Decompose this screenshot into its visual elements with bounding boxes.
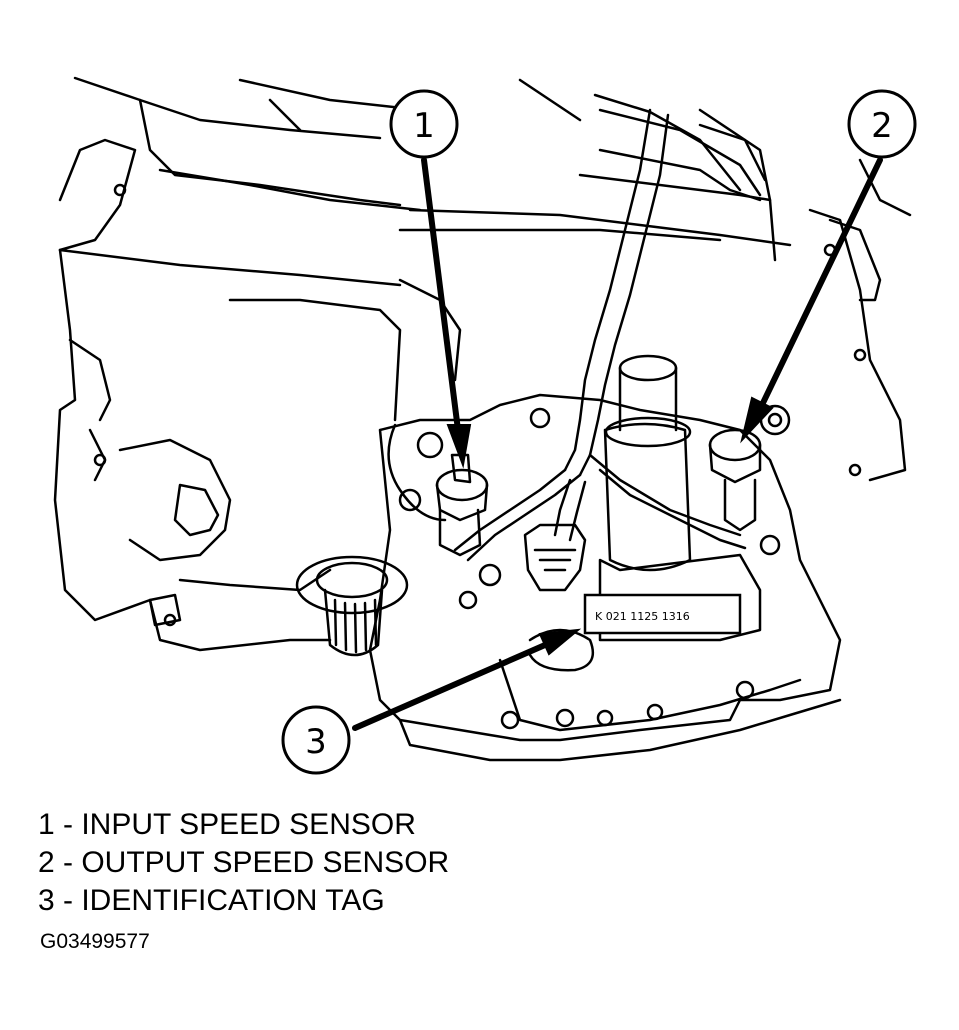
callout-1-circle: 1: [389, 89, 459, 159]
identification-tag-text: K 021 1125 1316: [595, 610, 690, 623]
legend-item-input-speed-sensor: 1 - INPUT SPEED SENSOR: [38, 808, 416, 841]
legend-item-output-speed-sensor: 2 - OUTPUT SPEED SENSOR: [38, 846, 450, 879]
callout-1-number: 1: [413, 106, 435, 146]
output-speed-sensor: [708, 404, 791, 556]
callout-3-arrowhead: [538, 628, 582, 656]
output-shaft: [295, 555, 409, 657]
harness-connector: [523, 523, 587, 592]
callout-1-leader: [421, 157, 461, 433]
housing-bolts: [93, 183, 867, 730]
callout-2-number: 2: [871, 106, 893, 146]
figure-id: G03499577: [40, 930, 150, 953]
legend-item-identification-tag: 3 - IDENTIFICATION TAG: [38, 884, 385, 917]
legend: 1 - INPUT SPEED SENSOR 2 - OUTPUT SPEED …: [38, 806, 449, 920]
callout-2-arrowhead: [740, 396, 774, 444]
transaxle-illustration: K 021 1125 1316 1 2 3: [53, 76, 917, 775]
callout-1-arrowhead: [446, 424, 472, 469]
wiring-harness: [453, 108, 762, 562]
filler-tube: [603, 354, 692, 572]
callout-2-leader: [759, 157, 883, 408]
bell-housing: [53, 248, 462, 652]
callout-3-number: 3: [305, 722, 327, 762]
callout-3-circle: 3: [281, 705, 351, 775]
callout-2-circle: 2: [847, 89, 917, 159]
callout-3-leader: [352, 642, 548, 731]
identification-tag: K 021 1125 1316: [583, 593, 742, 635]
upper-body-panel: [58, 76, 912, 482]
